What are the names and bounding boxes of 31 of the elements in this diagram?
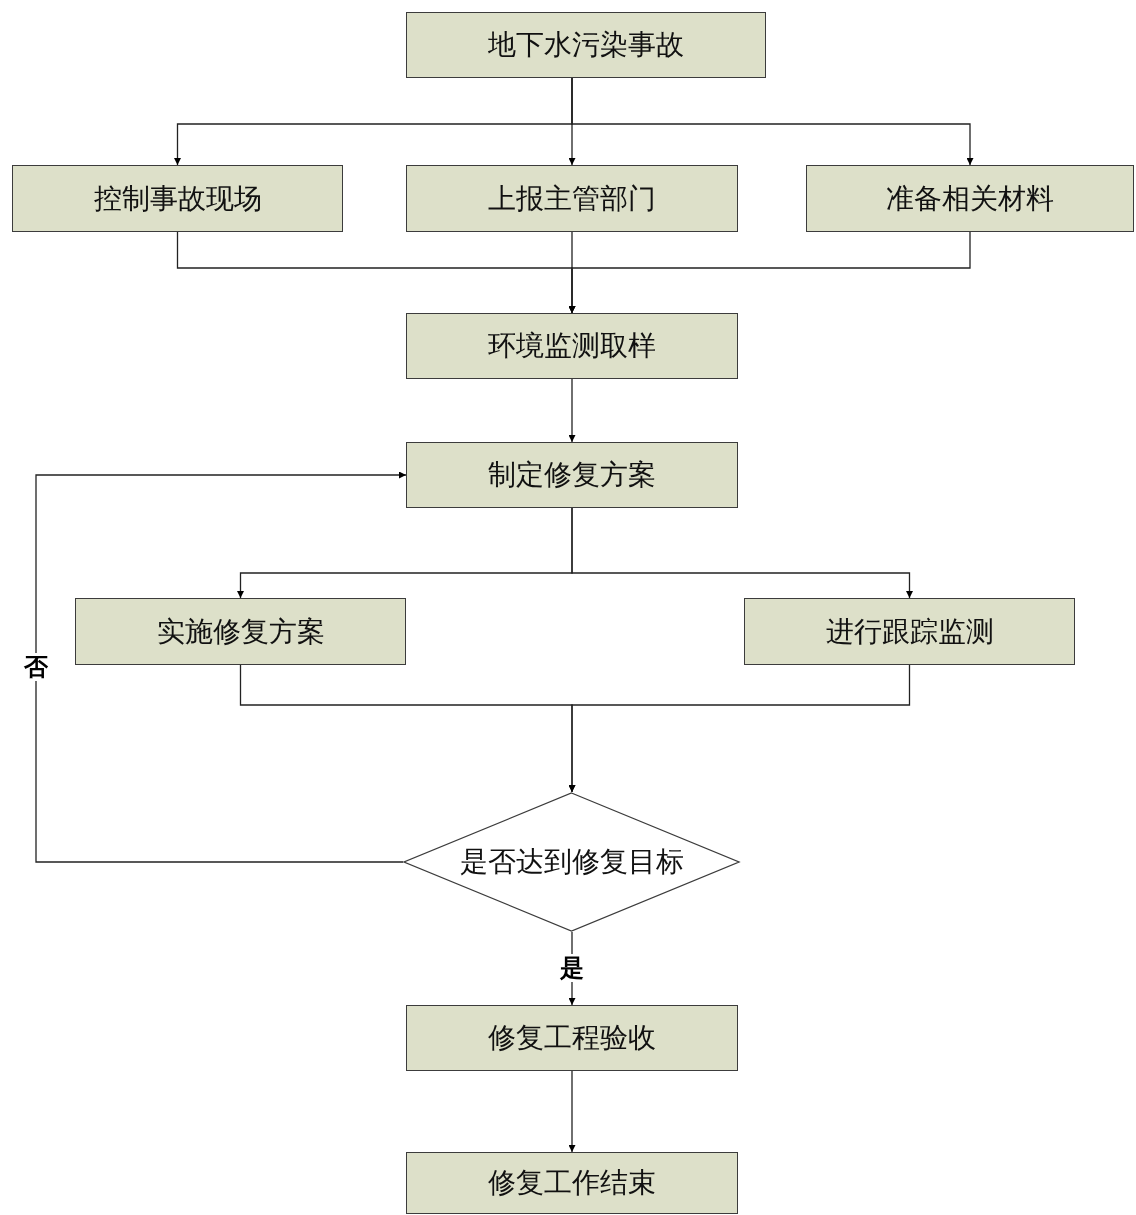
process-box	[806, 165, 1134, 232]
arrow	[568, 378, 576, 443]
node-label: 修复工作结束	[488, 1165, 656, 1201]
edge-label: 是	[559, 954, 585, 982]
arrow	[568, 231, 971, 314]
process-box	[406, 1005, 738, 1071]
process-box	[406, 165, 738, 232]
process-box	[406, 1152, 738, 1214]
process-box	[744, 598, 1075, 665]
node-label: 进行跟踪监测	[825, 613, 994, 650]
node-label: 是否达到修复目标	[459, 844, 684, 880]
node-label: 上报主管部门	[488, 180, 656, 217]
node-label: 控制事故现场	[93, 180, 262, 217]
node-label: 准备相关材料	[886, 180, 1054, 217]
node-label: 实施修复方案	[156, 613, 325, 650]
process-box	[406, 313, 738, 379]
decision-diamond	[403, 792, 740, 932]
node-label: 修复工程验收	[488, 1020, 656, 1056]
arrow	[35, 471, 407, 863]
arrow	[568, 664, 911, 793]
node-label: 地下水污染事故	[488, 27, 684, 63]
process-box	[75, 598, 406, 665]
arrow	[571, 507, 913, 599]
process-box	[12, 165, 343, 232]
arrow	[568, 1070, 576, 1153]
process-box	[406, 12, 766, 78]
node-label: 制定修复方案	[488, 457, 656, 493]
node-label: 环境监测取样	[488, 328, 656, 364]
edge-label: 否	[23, 653, 49, 681]
process-box	[406, 442, 738, 508]
arrow	[571, 77, 974, 166]
